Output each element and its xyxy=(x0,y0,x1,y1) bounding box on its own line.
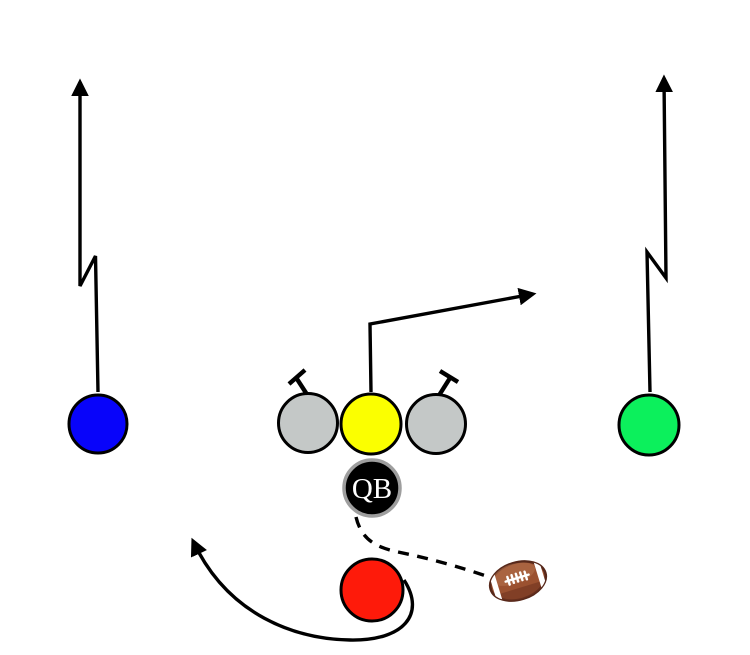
route-receiver-left[interactable] xyxy=(71,78,100,393)
qb-label: QB xyxy=(352,473,392,505)
player-receiver-left[interactable] xyxy=(67,393,129,455)
route-receiver-right[interactable] xyxy=(645,74,673,393)
block-t-icon-left xyxy=(287,368,310,398)
player-quarterback[interactable] xyxy=(342,458,402,518)
block-t-icon-right xyxy=(436,369,460,399)
handoff-dashed-line[interactable] xyxy=(354,516,487,578)
football-icon[interactable] xyxy=(485,554,552,608)
player-lineman-right[interactable] xyxy=(405,393,467,455)
route-center-out[interactable] xyxy=(368,287,537,393)
player-receiver-right[interactable] xyxy=(617,393,681,457)
player-center[interactable] xyxy=(339,392,403,456)
player-lineman-left[interactable] xyxy=(277,392,339,454)
player-runningback[interactable] xyxy=(339,557,405,623)
route-runningback-swing[interactable] xyxy=(190,537,415,642)
football-laces xyxy=(504,570,530,586)
